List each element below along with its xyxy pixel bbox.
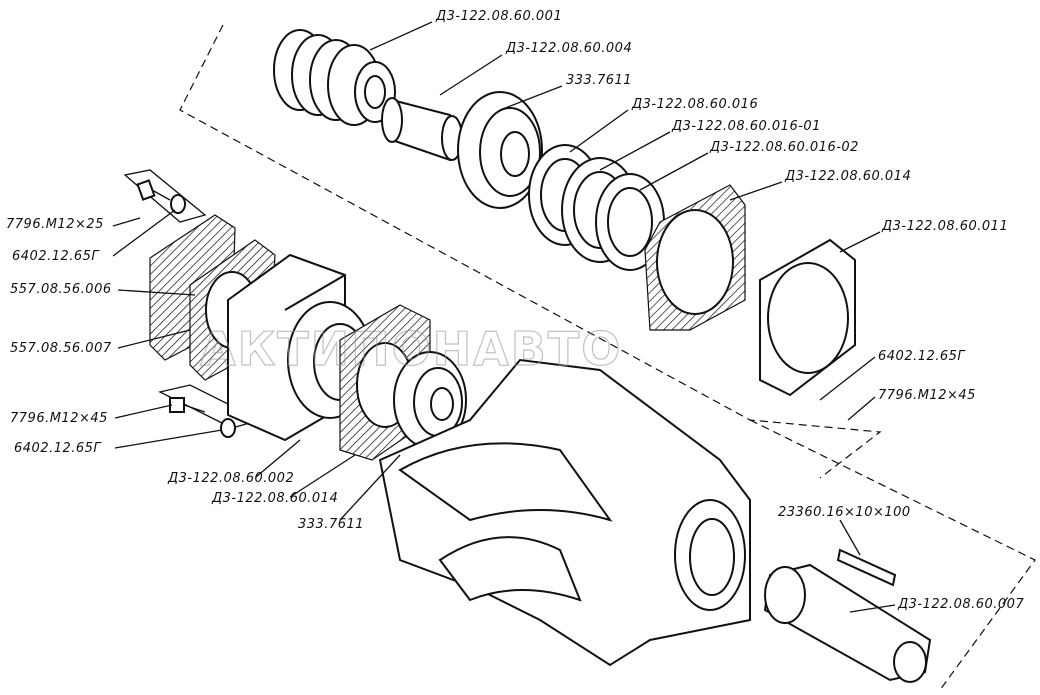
key-part: [836, 548, 897, 587]
label-part-d3-007: Д3-122.08.60.007: [897, 597, 1024, 612]
shaft-part: [763, 563, 932, 683]
label-bolt-m12x45-right: 7796.М12×45: [878, 388, 976, 403]
label-part-333-7611-lower: 333.7611: [298, 517, 364, 532]
label-washer-upper-left: 6402.12.65Г: [12, 249, 100, 264]
label-part-d3-014-upper: Д3-122.08.60.014: [784, 169, 911, 184]
label-part-557-007: 557.08.56.007: [10, 341, 112, 356]
label-part-d3-016-01: Д3-122.08.60.016-01: [671, 119, 821, 134]
cover-part: [759, 238, 856, 397]
label-bolt-m12x25: 7796.М12×25: [6, 217, 104, 232]
label-key-23360: 23360.16×10×100: [778, 505, 911, 520]
main-housing-part: [378, 358, 751, 667]
spring-part: [273, 29, 396, 126]
label-part-d3-002: Д3-122.08.60.002: [167, 471, 294, 486]
bushing-part: [381, 97, 463, 162]
label-washer-right: 6402.12.65Г: [878, 349, 966, 364]
watermark-text: АКТИПОНАВТО: [200, 322, 622, 376]
gasket-upper-part: [644, 184, 746, 331]
label-part-d3-001: Д3-122.08.60.001: [435, 9, 562, 24]
bearing-upper-part: [457, 91, 543, 209]
leader-lines: [112, 21, 896, 613]
label-washer-lower-left: 6402.12.65Г: [14, 441, 102, 456]
label-part-d3-016-02: Д3-122.08.60.016-02: [709, 140, 859, 155]
label-part-d3-014-lower: Д3-122.08.60.014: [211, 491, 338, 506]
label-bolt-m12x45-left: 7796.М12×45: [10, 411, 108, 426]
label-part-d3-011: Д3-122.08.60.011: [881, 219, 1008, 234]
spring-rings-part: [528, 144, 665, 271]
label-part-333-7611-upper: 333.7611: [566, 73, 632, 88]
label-part-d3-016: Д3-122.08.60.016: [631, 97, 758, 112]
bearing-lower-part: [393, 351, 467, 449]
label-part-557-006: 557.08.56.006: [10, 282, 112, 297]
shaft-axis-line: [749, 419, 1036, 691]
label-part-d3-004: Д3-122.08.60.004: [505, 41, 632, 56]
